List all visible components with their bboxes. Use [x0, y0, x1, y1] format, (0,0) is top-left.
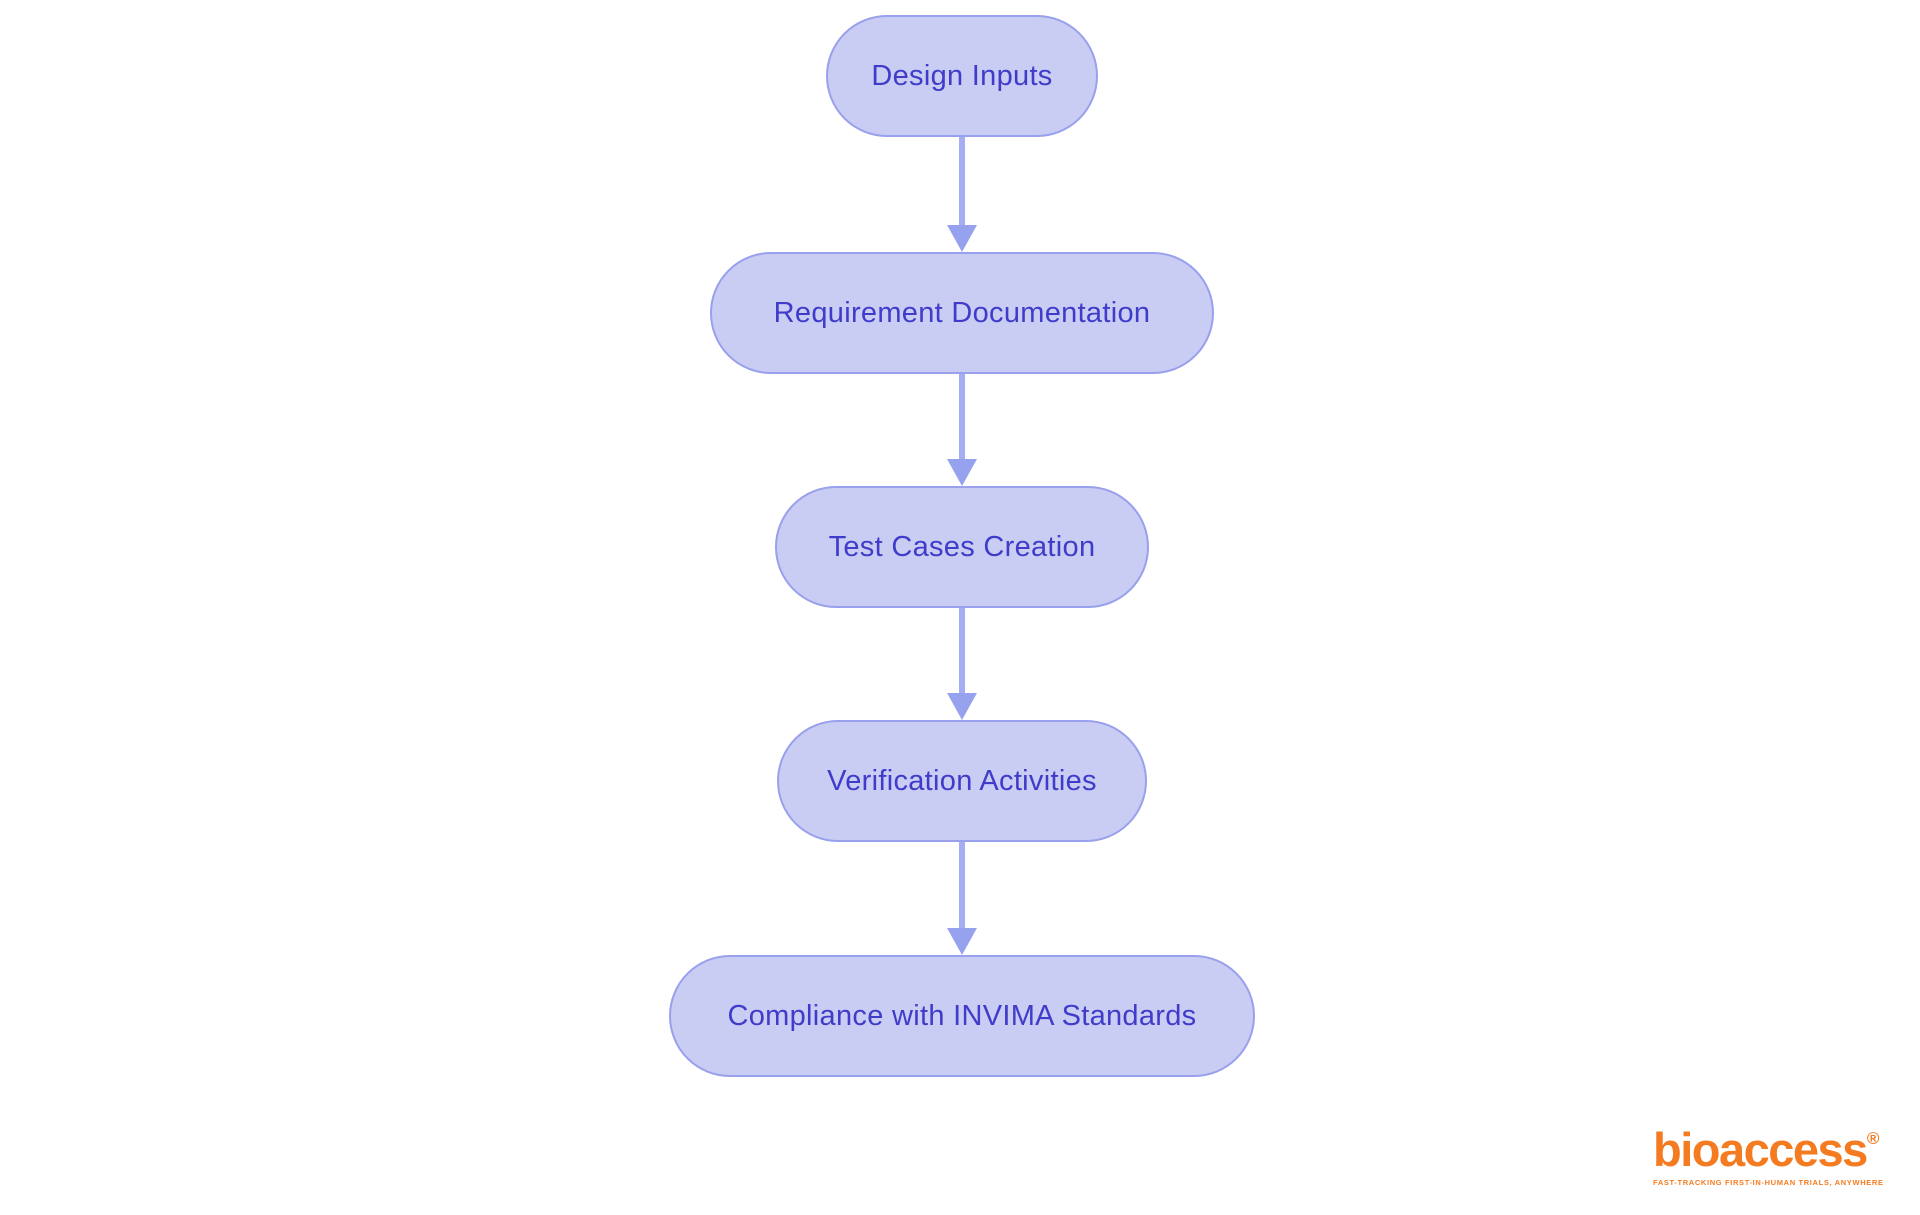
arrow-head-icon [947, 693, 977, 720]
arrow-head-icon [947, 459, 977, 486]
flow-node-label: Test Cases Creation [828, 530, 1096, 563]
bioaccess-tagline: FAST-TRACKING FIRST-IN-HUMAN TRIALS, ANY… [1653, 1178, 1884, 1187]
arrow-head-icon [947, 225, 977, 252]
flow-node-verification-activities: Verification Activities [777, 720, 1147, 842]
bioaccess-logo: bioaccess® FAST-TRACKING FIRST-IN-HUMAN … [1653, 1126, 1884, 1187]
flow-node-label: Design Inputs [871, 59, 1053, 92]
flow-node-label: Compliance with INVIMA Standards [727, 999, 1197, 1032]
flow-arrow [946, 842, 978, 955]
arrow-line [959, 374, 965, 459]
flow-node-label: Requirement Documentation [773, 296, 1151, 329]
flow-node-design-inputs: Design Inputs [826, 15, 1098, 137]
flow-node-label: Verification Activities [827, 764, 1097, 797]
bioaccess-wordmark: bioaccess® [1653, 1126, 1884, 1173]
flow-arrow [946, 137, 978, 252]
arrow-head-icon [947, 928, 977, 955]
arrow-line [959, 608, 965, 693]
flow-node-requirement-documentation: Requirement Documentation [710, 252, 1214, 374]
flow-arrow [946, 374, 978, 486]
flow-node-compliance-invima-standards: Compliance with INVIMA Standards [669, 955, 1255, 1077]
flow-arrow [946, 608, 978, 720]
bioaccess-wordmark-text: bioaccess [1653, 1123, 1868, 1176]
flow-node-test-cases-creation: Test Cases Creation [775, 486, 1149, 608]
arrow-line [959, 137, 965, 225]
arrow-line [959, 842, 965, 928]
registered-trademark-icon: ® [1866, 1129, 1880, 1148]
